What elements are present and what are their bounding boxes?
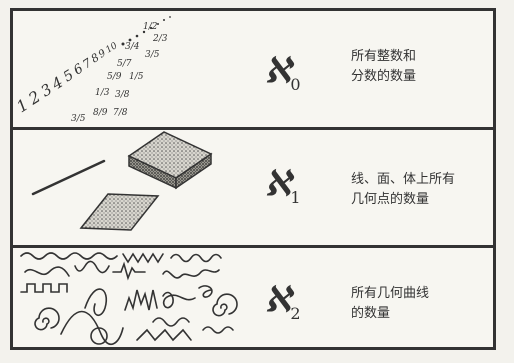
curve-irregular-1 bbox=[24, 266, 70, 277]
row-integers-fractions: 1 2 3 4 5 6 7 8 9 10 1/2 2/3 bbox=[13, 11, 493, 130]
caption-line: 所有整数和 bbox=[351, 49, 417, 64]
curve-pulse-1 bbox=[112, 261, 146, 281]
solid-side-face bbox=[175, 152, 212, 190]
curve-wave-right bbox=[170, 253, 222, 263]
line-plane-solid-illustration bbox=[31, 131, 213, 231]
curve-spiky bbox=[124, 289, 158, 311]
curve-square-wave bbox=[20, 283, 68, 293]
fraction-h: 1/3 bbox=[95, 88, 110, 98]
curve-squiggle-bottom bbox=[202, 326, 234, 334]
fraction-e: 5/7 bbox=[117, 59, 132, 69]
caption-line-plane-solid: 线、面、体上所有 几何点的数量 bbox=[351, 170, 455, 210]
curve-loop-1 bbox=[84, 288, 108, 316]
curve-irregular-2 bbox=[162, 269, 220, 279]
curve-squiggle-1 bbox=[74, 260, 110, 274]
fraction-f: 5/9 bbox=[107, 72, 122, 82]
fraction-l: 7/8 bbox=[113, 108, 128, 118]
integers-fractions-illustration: 1 2 3 4 5 6 7 8 9 10 1/2 2/3 bbox=[13, 16, 171, 124]
caption-line: 的数量 bbox=[351, 306, 391, 321]
aleph-two-symbol: ℵ2 bbox=[265, 280, 301, 323]
fraction-g: 1/5 bbox=[129, 72, 144, 82]
sequence-dots bbox=[121, 16, 171, 46]
caption-geometric-curves: 所有几何曲线 的数量 bbox=[351, 284, 429, 324]
line-segment bbox=[31, 159, 106, 196]
curve-spiral-right bbox=[212, 293, 238, 317]
geometric-curves-illustration bbox=[20, 252, 238, 346]
curve-scribble-1 bbox=[162, 291, 196, 309]
fraction-a: 1/2 bbox=[143, 22, 158, 32]
curve-spiral-left bbox=[34, 307, 60, 331]
aleph-null-symbol: ℵ0 bbox=[265, 51, 301, 94]
curve-wave-bottom bbox=[152, 317, 190, 327]
caption-line: 分数的数量 bbox=[351, 69, 417, 84]
curve-zigzag-top bbox=[122, 252, 164, 264]
fraction-j: 8/9 bbox=[93, 108, 108, 118]
caption-integers-fractions: 所有整数和 分数的数量 bbox=[351, 47, 416, 87]
curve-circle bbox=[90, 327, 108, 345]
curve-arc-wave bbox=[60, 310, 124, 346]
number-9: 9 bbox=[97, 48, 109, 61]
fraction-i: 3/8 bbox=[115, 90, 130, 100]
fraction-d: 3/5 bbox=[145, 50, 160, 60]
curve-wave-top bbox=[20, 252, 118, 260]
plane-rhombus bbox=[79, 193, 160, 231]
row-geometric-curves: ℵ2 所有几何曲线 的数量 bbox=[13, 248, 493, 347]
caption-line: 线、面、体上所有 bbox=[351, 172, 456, 187]
figure-frame: 1 2 3 4 5 6 7 8 9 10 1/2 2/3 bbox=[10, 8, 496, 350]
fraction-k: 3/5 bbox=[71, 114, 86, 124]
caption-line: 所有几何曲线 bbox=[351, 286, 430, 301]
fraction-b: 2/3 bbox=[152, 34, 168, 44]
row-line-plane-solid: ℵ1 线、面、体上所有 几何点的数量 bbox=[13, 130, 493, 248]
caption-line: 几何点的数量 bbox=[351, 192, 430, 207]
fraction-c: 3/4 bbox=[125, 42, 140, 52]
number-10: 10 bbox=[104, 41, 119, 56]
aleph-one-symbol: ℵ1 bbox=[265, 164, 301, 207]
curve-scribble-2 bbox=[198, 285, 213, 298]
curve-zigzag-bottom bbox=[136, 328, 192, 342]
